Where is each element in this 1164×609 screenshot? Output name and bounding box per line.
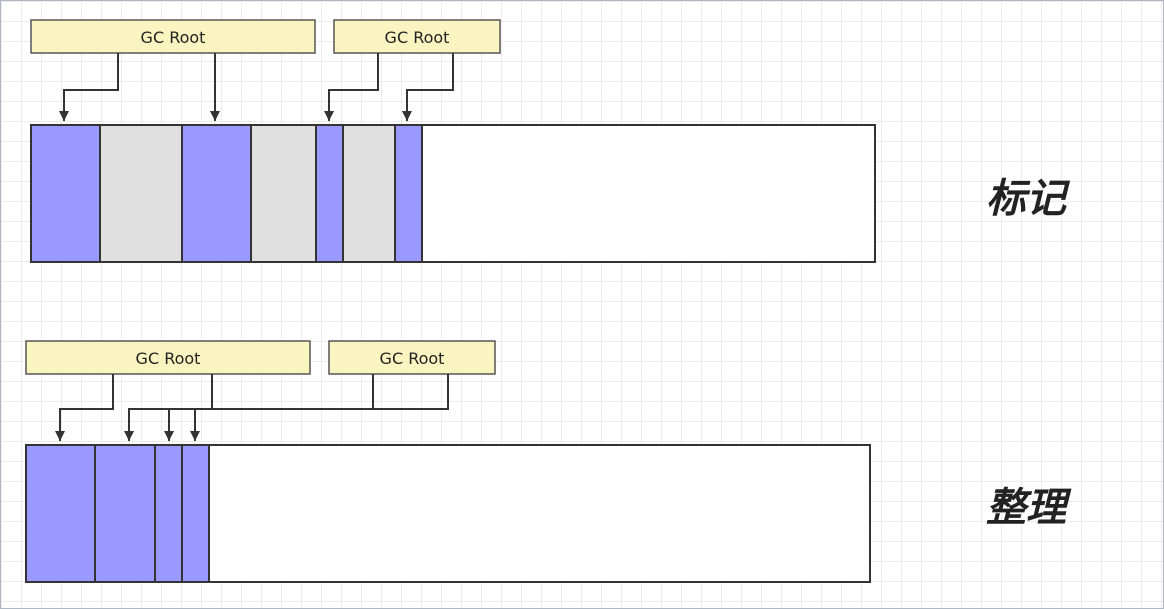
compact-gc-root-2: GC Root (328, 340, 496, 375)
mark-block-live (181, 124, 252, 263)
mark-block-free (421, 124, 876, 263)
compact-ref-arrow-3 (164, 374, 374, 441)
compact-ref-arrow-2 (124, 374, 213, 441)
compact-gc-root-2-box (328, 340, 496, 375)
mark-gc-root-2-box (333, 19, 501, 54)
mark-block-garbage (99, 124, 183, 263)
compact-gc-root-1-label: GC Root (136, 349, 201, 368)
compact-gc-root-1: GC Root (25, 340, 311, 375)
mark-block-live (30, 124, 101, 263)
mark-block-live (394, 124, 423, 263)
compact-block-live (181, 444, 210, 583)
compact-gc-root-2-label: GC Root (380, 349, 445, 368)
compact-block-live (154, 444, 183, 583)
compact-block-free (208, 444, 871, 583)
mark-ref-arrow-4 (402, 53, 454, 121)
compact-ref-arrow-4 (190, 374, 449, 441)
mark-block-live (315, 124, 344, 263)
mark-block-garbage (342, 124, 396, 263)
mark-heap (30, 124, 876, 263)
mark-ref-arrow-1 (59, 53, 119, 121)
mark-gc-root-2: GC Root (333, 19, 501, 54)
compact-block-live (25, 444, 96, 583)
compact-ref-arrow-1 (55, 374, 114, 441)
compact-block-live (94, 444, 156, 583)
mark-block-garbage (250, 124, 317, 263)
mark-gc-root-2-label: GC Root (385, 28, 450, 47)
mark-gc-root-1-box (30, 19, 316, 54)
compact-gc-root-1-box (25, 340, 311, 375)
mark-phase: GC Root GC Root (30, 19, 1071, 263)
compact-phase: GC Root GC Root 整理 (25, 340, 1072, 583)
mark-gc-root-1: GC Root (30, 19, 316, 54)
mark-ref-arrow-3 (324, 53, 379, 121)
compact-phase-title: 整理 (986, 485, 1072, 531)
compact-heap (25, 444, 871, 583)
mark-phase-title: 标记 (986, 176, 1071, 222)
mark-gc-root-1-label: GC Root (141, 28, 206, 47)
